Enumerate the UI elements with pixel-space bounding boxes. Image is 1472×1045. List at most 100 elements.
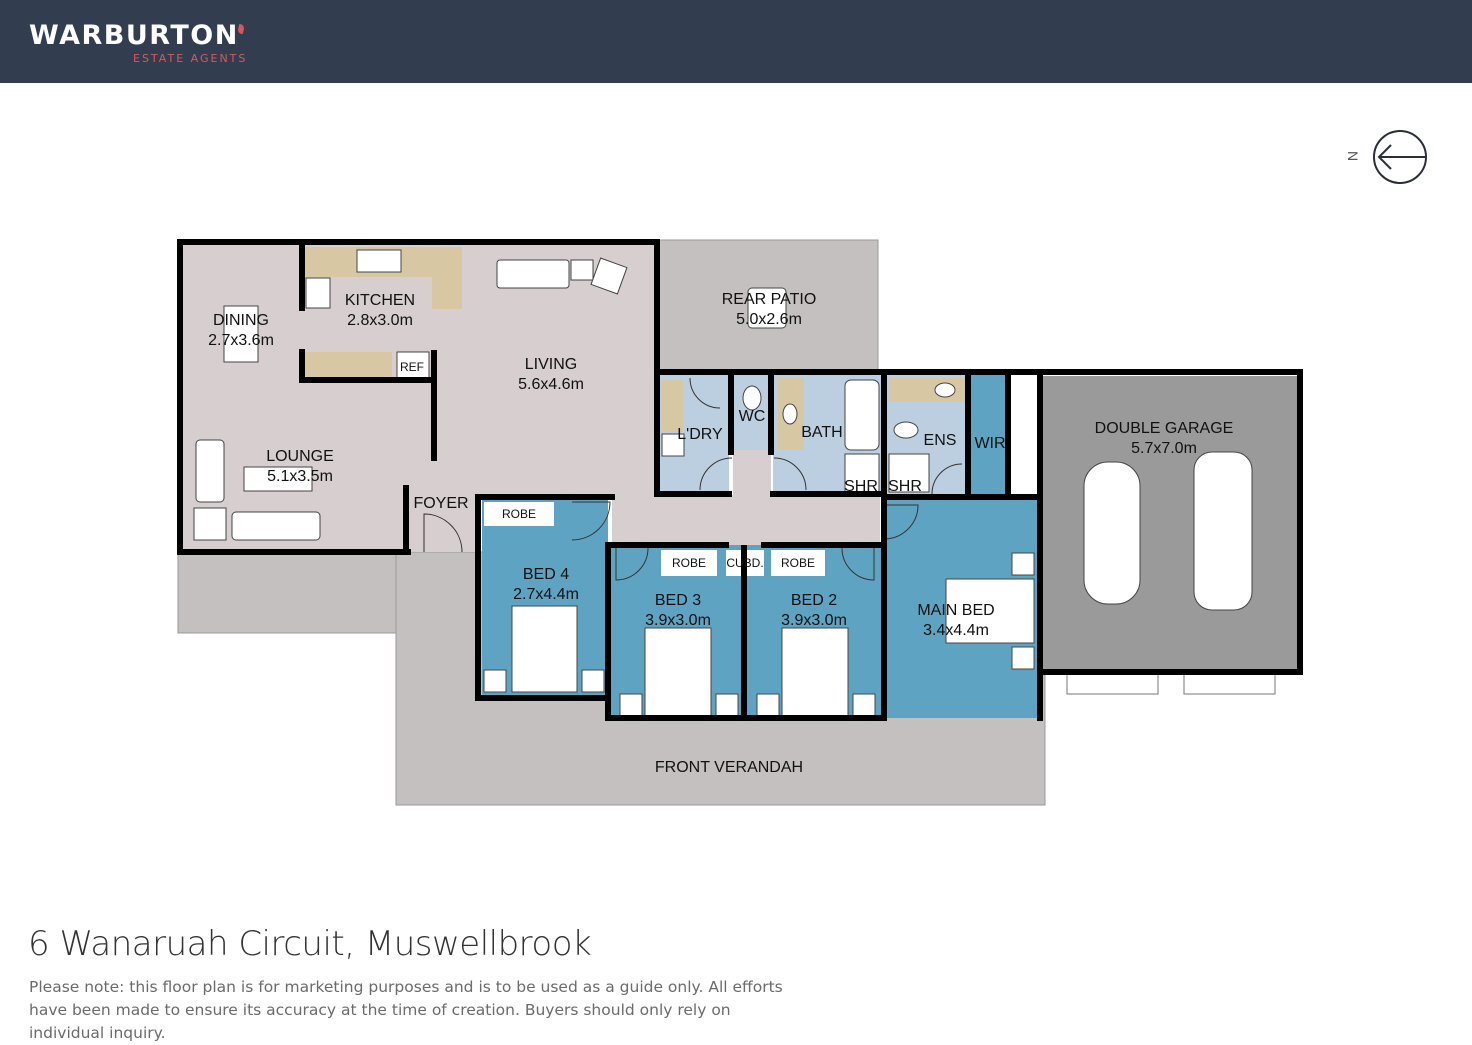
bedside-table bbox=[581, 669, 605, 693]
bed2-robe bbox=[771, 550, 825, 576]
wall-wet bbox=[654, 369, 886, 721]
basin-ensuite bbox=[934, 382, 956, 398]
wir-floor bbox=[970, 374, 1010, 500]
bed3-robe-label: ROBE bbox=[672, 556, 706, 570]
garage-size: 5.7x7.0m bbox=[1131, 440, 1197, 457]
main-bed-size: 3.4x4.4m bbox=[923, 622, 989, 639]
living-floor bbox=[180, 242, 880, 552]
bedside-table bbox=[715, 693, 739, 717]
shower-1-label: SHR bbox=[844, 478, 878, 495]
bed4-robe-label: ROBE bbox=[502, 507, 536, 521]
toilet-ensuite bbox=[893, 421, 919, 439]
living-size: 5.6x4.6m bbox=[518, 376, 584, 393]
shower-2-label: SHR bbox=[888, 478, 922, 495]
wall-outer-top bbox=[177, 239, 1303, 675]
lamp-table bbox=[570, 259, 594, 281]
dining-size: 2.7x3.6m bbox=[208, 332, 274, 349]
bed2-bed bbox=[781, 627, 849, 717]
ensuite-label: ENS bbox=[924, 432, 957, 449]
kitchen-bench-lower bbox=[302, 352, 392, 378]
foyer-label: FOYER bbox=[413, 495, 468, 512]
washing-machine bbox=[661, 433, 685, 457]
brand-logo: WARBURTON bbox=[29, 20, 239, 51]
disclaimer-text: Please note: this floor plan is for mark… bbox=[29, 978, 783, 1042]
lounge-label: LOUNGE bbox=[266, 448, 334, 465]
cupboard-label: CUBD. bbox=[726, 556, 763, 570]
main-bed-label: MAIN BED bbox=[917, 602, 994, 619]
dining-table bbox=[223, 305, 259, 363]
bed2-robe-label: ROBE bbox=[781, 556, 815, 570]
bed4-label: BED 4 bbox=[523, 566, 569, 583]
wir-shelf bbox=[1008, 376, 1038, 494]
ensuite-door bbox=[931, 463, 963, 495]
kitchen-size: 2.8x3.0m bbox=[347, 312, 413, 329]
armchair bbox=[590, 257, 628, 295]
bed3-bed bbox=[644, 627, 712, 717]
bedside-table bbox=[1011, 552, 1035, 576]
dining-label: DINING bbox=[213, 312, 269, 329]
bed4-robe bbox=[484, 502, 554, 526]
basin-bath bbox=[782, 403, 798, 425]
property-address: 6 Wanaruah Circuit, Muswellbrook bbox=[28, 924, 592, 964]
bath-label: BATH bbox=[801, 424, 842, 441]
rear-patio-label: REAR PATIO bbox=[722, 291, 817, 308]
wc-label: WC bbox=[739, 408, 766, 425]
kitchen-sink bbox=[356, 249, 402, 273]
front-door bbox=[423, 513, 463, 553]
laundry-door bbox=[699, 457, 733, 491]
rear-patio-size: 5.0x2.6m bbox=[736, 311, 802, 328]
car-2 bbox=[1193, 451, 1253, 611]
coffee-table bbox=[243, 466, 313, 492]
bed2-label: BED 2 bbox=[791, 592, 837, 609]
cooktop bbox=[305, 277, 331, 309]
bathtub bbox=[844, 379, 880, 451]
kitchen-bench-side bbox=[432, 247, 462, 309]
header-bar: WARBURTON ESTATE AGENTS bbox=[0, 0, 1472, 83]
living-label: LIVING bbox=[525, 356, 577, 373]
toilet-wc bbox=[742, 385, 762, 411]
side-table bbox=[193, 507, 227, 541]
bed3-size: 3.9x3.0m bbox=[645, 612, 711, 629]
living-sofa bbox=[496, 259, 570, 289]
main-bed-door bbox=[883, 504, 919, 540]
bed4-door bbox=[571, 501, 611, 541]
kitchen-label: KITCHEN bbox=[345, 292, 415, 309]
bedside-table bbox=[1011, 646, 1035, 670]
wall-kitchen bbox=[299, 245, 437, 461]
bedside-table bbox=[756, 693, 780, 717]
wir-label: WIR bbox=[974, 435, 1005, 452]
wall-outer-left bbox=[177, 239, 411, 555]
front-verandah-label: FRONT VERANDAH bbox=[655, 759, 803, 776]
shower-1 bbox=[844, 453, 880, 493]
bedside-table bbox=[483, 669, 507, 693]
bedside-table bbox=[619, 693, 643, 717]
bed2-door bbox=[841, 547, 875, 581]
bed3-robe bbox=[661, 550, 717, 576]
north-arrow-icon bbox=[1373, 130, 1427, 184]
bed3-label: BED 3 bbox=[655, 592, 701, 609]
hall-floor bbox=[733, 450, 771, 500]
sofa bbox=[231, 511, 321, 541]
main-bed-bed bbox=[945, 578, 1035, 644]
bed3-door bbox=[615, 547, 649, 581]
bedside-table bbox=[852, 693, 876, 717]
bed4-size: 2.7x4.4m bbox=[513, 586, 579, 603]
wall-main-bed bbox=[881, 373, 1043, 721]
patio-table bbox=[747, 287, 787, 329]
car-1 bbox=[1083, 461, 1141, 605]
shower-2 bbox=[888, 453, 930, 493]
bed4-bed bbox=[511, 605, 578, 693]
bed2-size: 3.9x3.0m bbox=[781, 612, 847, 629]
wall-partitions bbox=[728, 371, 1011, 497]
lounge-size: 5.1x3.5m bbox=[267, 468, 333, 485]
garage-label: DOUBLE GARAGE bbox=[1095, 420, 1234, 437]
laundry-bench bbox=[661, 380, 683, 432]
fridge bbox=[396, 351, 430, 379]
ref-label: REF bbox=[400, 360, 424, 374]
laundry-label: L'DRY bbox=[677, 426, 723, 443]
brand-tagline: ESTATE AGENTS bbox=[133, 52, 248, 65]
outdoor-side bbox=[177, 551, 409, 634]
bath-door bbox=[773, 457, 807, 491]
armchair-sofa bbox=[195, 439, 225, 503]
